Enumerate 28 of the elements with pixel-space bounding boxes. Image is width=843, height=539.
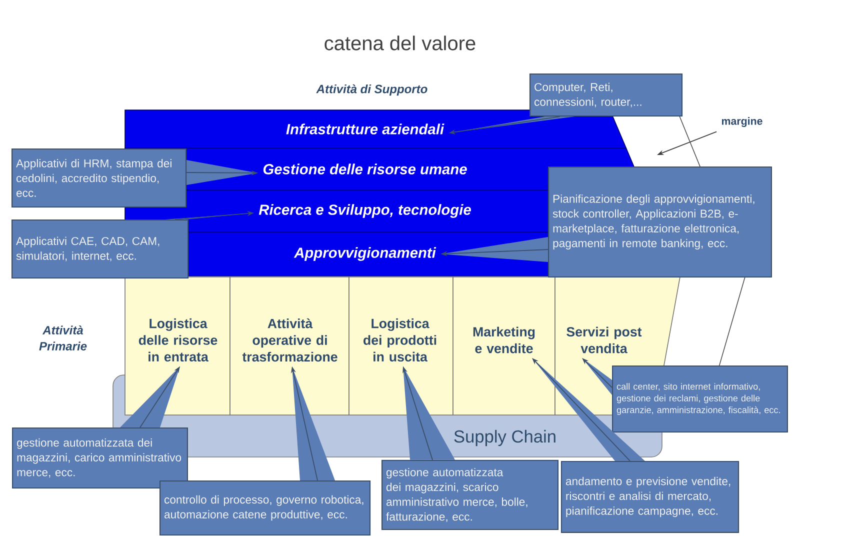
activity-label: Gestione delle risorse umane bbox=[263, 164, 467, 174]
pointer-arrow bbox=[440, 237, 548, 262]
activity-label: Logistica dei prodotti in uscita bbox=[364, 318, 436, 362]
pointer-arrow bbox=[186, 160, 258, 185]
pointer-arrow bbox=[290, 366, 335, 481]
activity-label: Marketing e vendite bbox=[473, 326, 535, 354]
supply-chain-label: Supply Chain bbox=[454, 430, 556, 446]
pointer-arrow bbox=[532, 358, 645, 462]
callout-box: Applicativi CAE, CAD, CAM, simulatori, internet, ecc. bbox=[11, 219, 189, 279]
callout-box: call center, sito internet informativo, gestione dei reclami, gestione delle garanzie, amministrazione, fiscalità, ecc. bbox=[612, 365, 788, 433]
margin-label: margine bbox=[722, 117, 762, 127]
activity-label: Infrastrutture aziendali bbox=[286, 124, 444, 134]
pointer-arrow bbox=[402, 366, 455, 460]
callout-box: Pianificazione degli approvvigionamenti, stock controller, Applicazioni B2B, e-marketplace, fatturazione elettronica, pagamenti in remote banking, ecc. bbox=[548, 166, 772, 278]
activity-label: Ricerca e Sviluppo, tecnologie bbox=[258, 204, 471, 218]
activity-label: Approvvigionamenti bbox=[294, 247, 436, 261]
pointer-arrow bbox=[582, 358, 612, 395]
activity-label: Servizi post vendita bbox=[566, 326, 642, 354]
title: catena del valore bbox=[324, 36, 476, 50]
callout-box: andamento e previsione vendite, riscontri e analisi di mercato, pianificazione campagne, ecc. bbox=[560, 461, 740, 533]
pointer-arrow bbox=[165, 211, 254, 220]
callout-box: Applicativi di HRM, stampa dei cedolini, accredito stipendio, ecc. bbox=[11, 148, 187, 208]
section-label: Attività Primarie bbox=[39, 326, 87, 350]
pointer-arrow bbox=[448, 116, 575, 135]
activity-label: Attività operative di trasformazione bbox=[242, 318, 338, 362]
section-label: Attività di Supporto bbox=[316, 84, 428, 96]
activity-label: Logistica delle risorse in entrata bbox=[138, 318, 218, 362]
pointer-arrow bbox=[120, 366, 180, 428]
